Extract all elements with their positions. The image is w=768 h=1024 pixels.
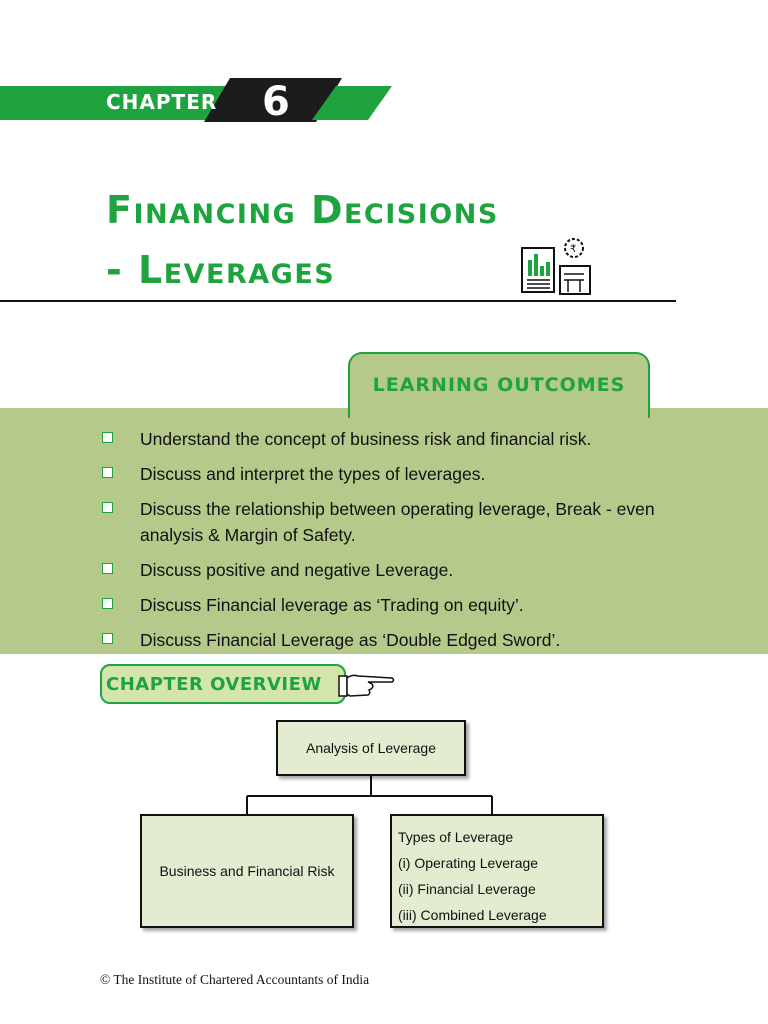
diagram-root-box: Analysis of Leverage bbox=[276, 720, 466, 776]
bullet-square-icon bbox=[102, 502, 113, 513]
finance-report-icon: ₹ bbox=[521, 238, 591, 295]
pointing-hand-icon bbox=[338, 674, 395, 697]
chapter-overview-label: CHAPTER OVERVIEW bbox=[106, 674, 322, 695]
learning-outcome-item: Understand the concept of business risk … bbox=[100, 426, 700, 452]
learning-outcomes-tab bbox=[348, 352, 650, 418]
bullet-square-icon bbox=[102, 432, 113, 443]
diagram-right-item: (i) Operating Leverage bbox=[398, 855, 539, 871]
bullet-square-icon bbox=[102, 633, 113, 644]
learning-outcomes-panel bbox=[0, 408, 768, 654]
learning-outcome-item: Discuss Financial leverage as ‘Trading o… bbox=[100, 592, 700, 618]
chapter-number: 6 bbox=[262, 79, 290, 125]
diagram-right-item: (ii) Financial Leverage bbox=[398, 881, 536, 897]
diagram-root-label: Analysis of Leverage bbox=[306, 740, 436, 756]
chapter-overview-box bbox=[100, 664, 346, 704]
diagram-right-heading: Types of Leverage bbox=[398, 829, 514, 845]
bullet-square-icon bbox=[102, 563, 113, 574]
chapter-banner bbox=[0, 78, 392, 122]
learning-outcomes-list: Understand the concept of business risk … bbox=[100, 426, 700, 662]
learning-outcome-item: Discuss and interpret the types of lever… bbox=[100, 461, 700, 487]
bullet-square-icon bbox=[102, 467, 113, 478]
title-divider bbox=[0, 300, 676, 302]
footer-copyright: © The Institute of Chartered Accountants… bbox=[100, 972, 370, 987]
chapter-title-line1: Financing Decisions bbox=[106, 188, 499, 232]
learning-outcome-item: Discuss Financial Leverage as ‘Double Ed… bbox=[100, 627, 700, 653]
diagram-left-box: Business and Financial Risk bbox=[140, 814, 354, 928]
chapter-title-line2: - Leverages bbox=[106, 248, 336, 292]
bullet-square-icon bbox=[102, 598, 113, 609]
diagram-left-label: Business and Financial Risk bbox=[159, 863, 335, 879]
chapter-label: CHAPTER bbox=[106, 90, 218, 114]
diagram-right-item: (iii) Combined Leverage bbox=[398, 907, 547, 923]
diagram-right-box: Types of Leverage (i) Operating Leverage… bbox=[390, 814, 604, 928]
learning-outcome-item: Discuss positive and negative Leverage. bbox=[100, 557, 700, 583]
svg-text:₹: ₹ bbox=[570, 244, 576, 255]
learning-outcome-item: Discuss the relationship between operati… bbox=[100, 496, 700, 548]
learning-outcomes-heading: LEARNING OUTCOMES bbox=[372, 374, 626, 396]
